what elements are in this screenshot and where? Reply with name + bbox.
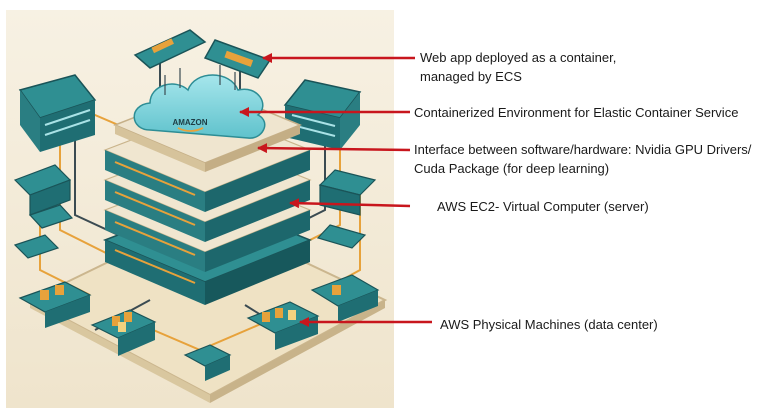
device-cluster-center — [183, 344, 232, 381]
cloud-logo-text: AMAZON — [172, 118, 207, 127]
top-monitor-left — [133, 29, 207, 69]
annotation-arrows — [239, 53, 432, 327]
annotation-web-app-line-2: managed by ECS — [420, 69, 522, 84]
top-monitor-right — [203, 39, 272, 79]
annotation-physical-line-1: AWS Physical Machines (data center) — [440, 317, 658, 332]
annotation-ec2-line-1: AWS EC2- Virtual Computer (server) — [437, 199, 649, 214]
right-modules — [316, 169, 377, 249]
annotation-container-env: Containerized Environment for Elastic Co… — [414, 103, 738, 122]
device-cluster-left — [18, 281, 92, 328]
annotation-gpu-interface-line-2: Cuda Package (for deep learning) — [414, 161, 610, 176]
annotation-gpu-interface: Interface between software/hardware: Nvi… — [414, 140, 751, 178]
left-modules — [13, 164, 74, 259]
arrow-gpu-interface — [257, 143, 411, 154]
device-cluster-center-left — [90, 309, 157, 356]
annotation-physical: AWS Physical Machines (data center) — [440, 315, 658, 334]
side-rack-right — [283, 79, 362, 150]
annotation-web-app-line-1: Web app deployed as a container, — [420, 50, 617, 65]
device-cluster-right — [310, 274, 380, 322]
side-rack-left — [18, 74, 97, 152]
annotation-ec2: AWS EC2- Virtual Computer (server) — [437, 197, 649, 216]
annotation-container-env-line-1: Containerized Environment for Elastic Co… — [414, 105, 739, 120]
arrow-ec2 — [289, 198, 411, 209]
amazon-cloud-icon: AMAZON — [133, 65, 266, 139]
annotation-gpu-interface-line-1: Interface between software/hardware: Nvi… — [414, 142, 752, 157]
annotation-web-app: Web app deployed as a container, managed… — [420, 48, 616, 86]
